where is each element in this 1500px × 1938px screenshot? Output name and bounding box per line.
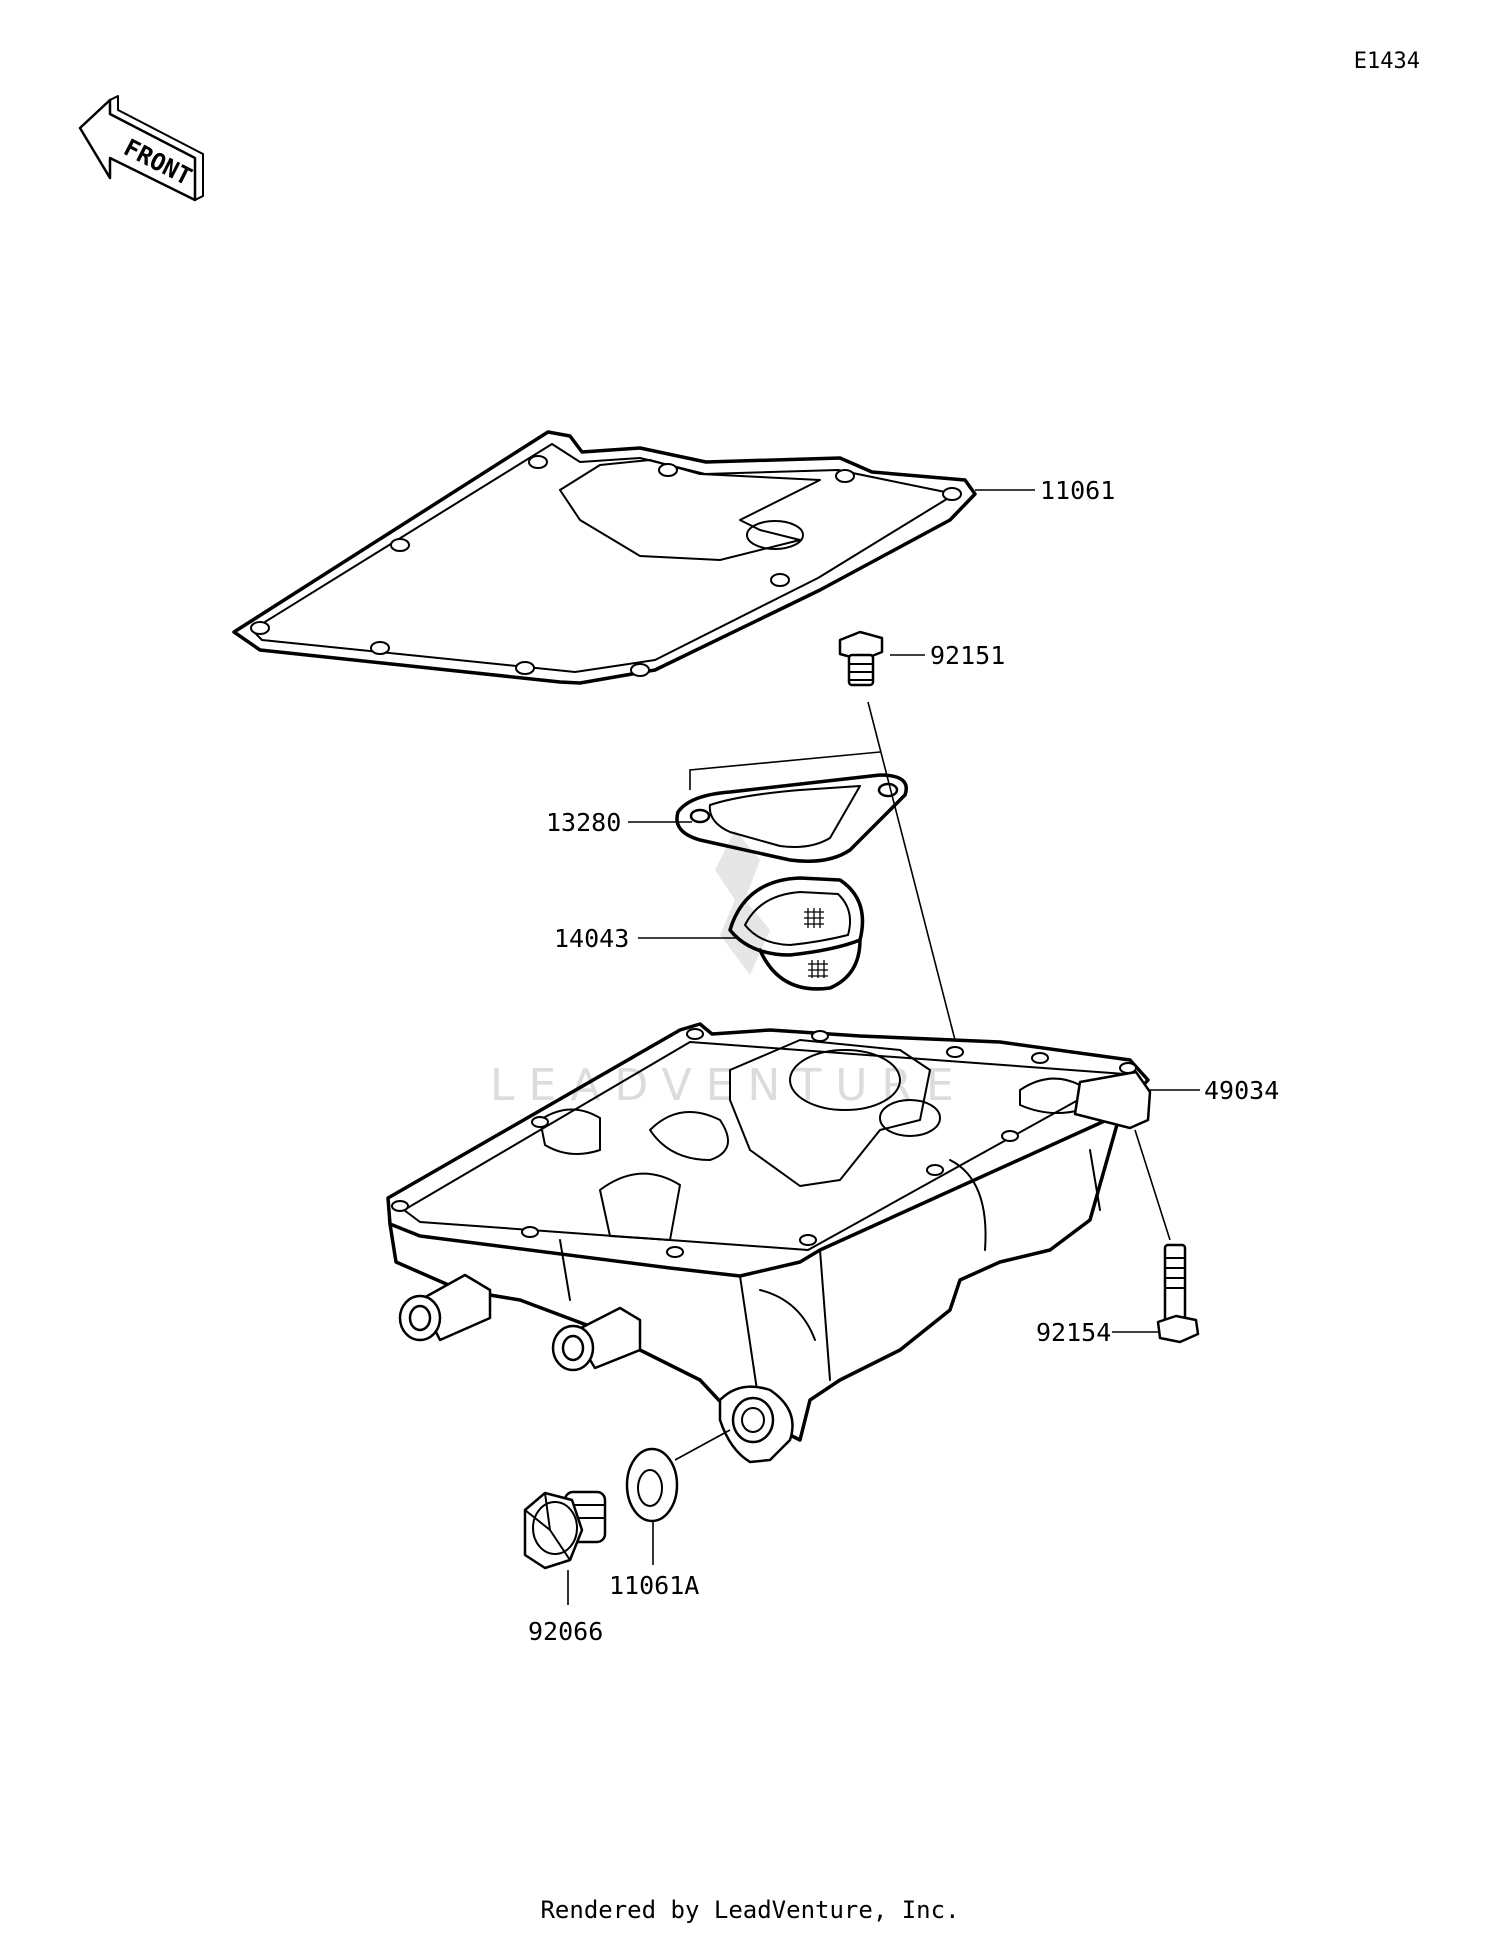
plug-92066 <box>523 1490 607 1570</box>
gasket-13280 <box>675 773 908 863</box>
footer-credit: Rendered by LeadVenture, Inc. <box>540 1896 959 1924</box>
label-13280: 13280 <box>546 808 621 837</box>
label-92151: 92151 <box>930 641 1005 670</box>
label-11061: 11061 <box>1040 476 1115 505</box>
gasket-11061 <box>232 430 977 685</box>
washer-11061A <box>625 1447 679 1523</box>
label-11061A: 11061A <box>609 1571 699 1600</box>
label-92066: 92066 <box>528 1617 603 1646</box>
label-49034: 49034 <box>1204 1076 1279 1105</box>
diagram-code: E1434 <box>1354 49 1420 74</box>
leader-lines <box>567 489 1200 1605</box>
oil-pan-49034 <box>386 1022 1152 1464</box>
front-arrow-icon: FRONT <box>78 95 204 202</box>
label-92154: 92154 <box>1036 1318 1111 1347</box>
bolt-92151 <box>838 630 884 687</box>
label-14043: 14043 <box>554 924 629 953</box>
watermark-text: LEADVENTURE <box>490 1060 968 1111</box>
screen-14043 <box>728 876 865 991</box>
bolt-92154 <box>1156 1243 1200 1344</box>
